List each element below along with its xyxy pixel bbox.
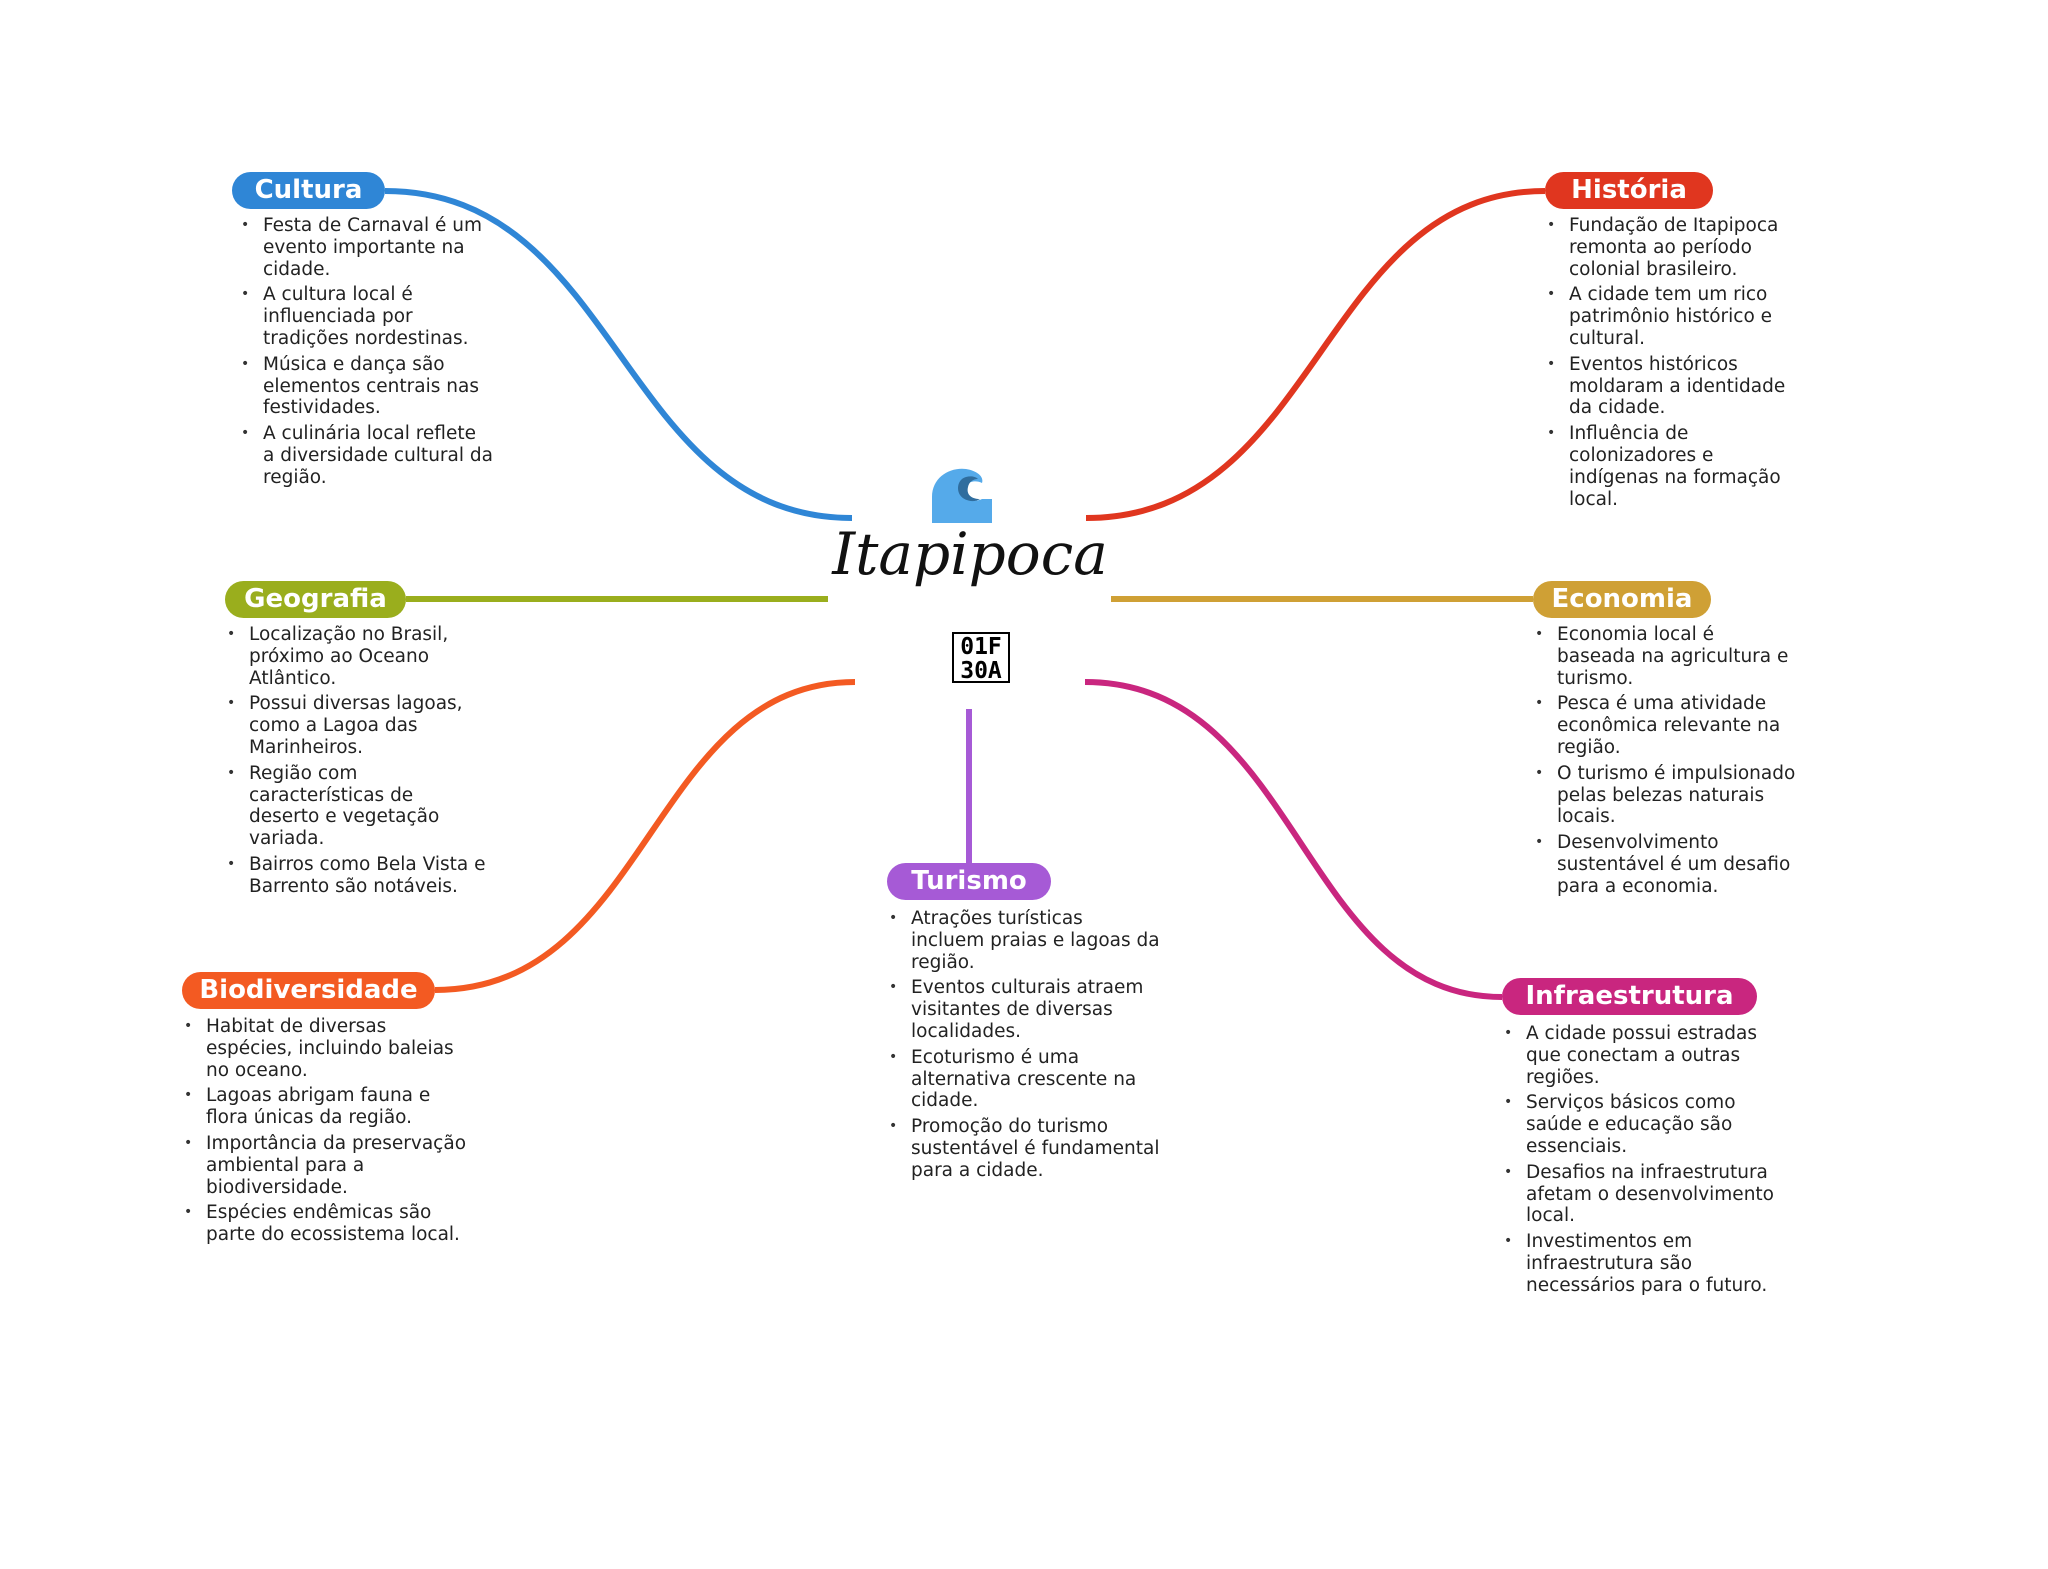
topic-geografia[interactable]: Geografia [225, 581, 406, 618]
connector-biodiversidade [434, 679, 856, 993]
topic-historia[interactable]: História [1545, 172, 1713, 209]
subtopic-item[interactable]: Importância da preservação ambiental par… [184, 1133, 466, 1198]
subtopic-item[interactable]: Habitat de diversas espécies, incluindo … [184, 1016, 466, 1081]
subtopic-item[interactable]: Influência de colonizadores e indígenas … [1547, 423, 1799, 510]
topic-infraestrutura[interactable]: Infraestrutura [1502, 978, 1757, 1015]
subtopic-item[interactable]: Bairros como Bela Vista e Barrento são n… [227, 854, 489, 898]
glyph-code-line2: 30A [960, 658, 1002, 684]
subtopic-item[interactable]: Desenvolvimento sustentável é um desafio… [1535, 832, 1797, 897]
subtopic-item[interactable]: Serviços básicos como saúde e educação s… [1504, 1092, 1796, 1157]
subtopics-turismo: Atrações turísticas incluem praias e lag… [887, 908, 1161, 1186]
subtopic-item[interactable]: Pesca é uma atividade econômica relevant… [1535, 693, 1797, 758]
connector-cultura [384, 188, 853, 521]
subtopic-item[interactable]: Eventos culturais atraem visitantes de d… [889, 977, 1161, 1042]
subtopics-infraestrutura: A cidade possui estradas que conectam a … [1502, 1023, 1796, 1301]
subtopics-cultura: Festa de Carnaval é um evento importante… [239, 215, 493, 493]
water-wave-icon [932, 468, 992, 523]
subtopics-geografia: Localização no Brasil, próximo ao Oceano… [225, 624, 489, 902]
glyph-code-line1: 01F [960, 634, 1002, 660]
subtopic-item[interactable]: Localização no Brasil, próximo ao Oceano… [227, 624, 489, 689]
subtopic-item[interactable]: Música e dança são elementos centrais na… [241, 354, 493, 419]
subtopic-item[interactable]: Região com características de deserto e … [227, 763, 489, 850]
topic-biodiversidade[interactable]: Biodiversidade [182, 972, 435, 1009]
subtopics-historia: Fundação de Itapipoca remonta ao período… [1545, 215, 1799, 514]
topic-economia[interactable]: Economia [1533, 581, 1711, 618]
subtopic-item[interactable]: Promoção do turismo sustentável é fundam… [889, 1116, 1161, 1181]
subtopic-item[interactable]: Espécies endêmicas são parte do ecossist… [184, 1202, 466, 1246]
subtopic-item[interactable]: Economia local é baseada na agricultura … [1535, 624, 1797, 689]
subtopics-biodiversidade: Habitat de diversas espécies, incluindo … [182, 1016, 466, 1250]
subtopic-item[interactable]: Lagoas abrigam fauna e flora únicas da r… [184, 1085, 466, 1129]
subtopic-item[interactable]: Ecoturismo é uma alternativa crescente n… [889, 1047, 1161, 1112]
subtopic-item[interactable]: Atrações turísticas incluem praias e lag… [889, 908, 1161, 973]
topic-turismo[interactable]: Turismo [887, 863, 1051, 900]
topic-cultura[interactable]: Cultura [232, 172, 385, 209]
subtopic-item[interactable]: Fundação de Itapipoca remonta ao período… [1547, 215, 1799, 280]
subtopic-item[interactable]: Investimentos em infraestrutura são nece… [1504, 1231, 1796, 1296]
subtopic-item[interactable]: Possui diversas lagoas, como a Lagoa das… [227, 693, 489, 758]
subtopic-item[interactable]: A culinária local reflete a diversidade … [241, 423, 493, 488]
connector-infraestrutura [1084, 679, 1503, 1000]
subtopics-economia: Economia local é baseada na agricultura … [1533, 624, 1797, 902]
subtopic-item[interactable]: A cidade possui estradas que conectam a … [1504, 1023, 1796, 1088]
subtopic-item[interactable]: A cidade tem um rico patrimônio históric… [1547, 284, 1799, 349]
subtopic-item[interactable]: Eventos históricos moldaram a identidade… [1547, 354, 1799, 419]
subtopic-item[interactable]: Festa de Carnaval é um evento importante… [241, 215, 493, 280]
subtopic-item[interactable]: A cultura local é influenciada por tradi… [241, 284, 493, 349]
connector-historia [1085, 188, 1546, 521]
subtopic-item[interactable]: O turismo é impulsionado pelas belezas n… [1535, 763, 1797, 828]
missing-emoji-glyph: 01F 30A [952, 632, 1010, 683]
subtopic-item[interactable]: Desafios na infraestrutura afetam o dese… [1504, 1162, 1796, 1227]
central-topic-title: Itapipoca [832, 520, 1108, 588]
